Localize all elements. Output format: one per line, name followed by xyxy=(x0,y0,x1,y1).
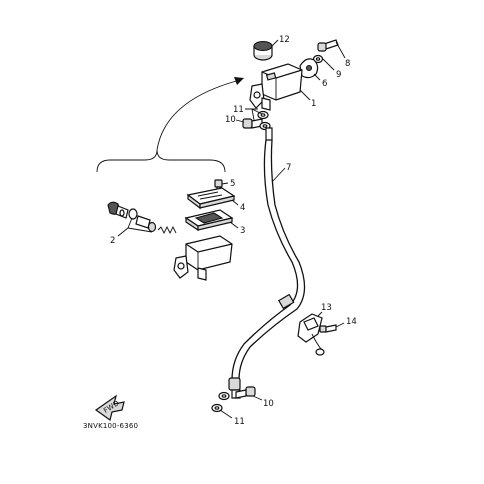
callout-11-bottom: 11 xyxy=(234,417,245,427)
callout-14: 14 xyxy=(346,317,357,327)
callout-6: 6 xyxy=(322,79,327,89)
callout-12: 12 xyxy=(279,35,290,45)
washer-9 xyxy=(312,54,324,64)
reservoir-cap xyxy=(253,40,273,61)
union-bolt-top xyxy=(242,118,263,129)
exploded-cylinder-body xyxy=(173,235,233,281)
leader-lines xyxy=(117,39,346,419)
brake-hose xyxy=(228,127,306,399)
callout-labels: 12 8 9 6 1 11 10 7 5 4 3 2 13 14 10 11 xyxy=(110,35,357,427)
reservoir-cover xyxy=(186,187,236,210)
callout-1: 1 xyxy=(311,99,316,109)
piston-kit xyxy=(107,201,177,235)
callout-4: 4 xyxy=(240,203,245,213)
reference-arrow xyxy=(156,77,244,151)
lever-bracket xyxy=(299,58,319,79)
callout-9: 9 xyxy=(336,70,341,80)
callout-8: 8 xyxy=(345,59,350,69)
callout-2: 2 xyxy=(110,236,115,246)
callout-3: 3 xyxy=(240,226,245,236)
switch-screw xyxy=(319,324,337,333)
diaphragm-plate xyxy=(184,209,234,232)
callout-10-top: 10 xyxy=(225,115,236,125)
callout-7: 7 xyxy=(286,163,291,173)
exploded-bracket xyxy=(96,149,226,173)
diagram-code: 3NVK100-6360 xyxy=(83,422,138,430)
fwd-arrow-icon: FWD xyxy=(94,394,125,422)
brake-switch xyxy=(297,313,325,356)
callout-13: 13 xyxy=(321,303,332,313)
washer-11-bottom xyxy=(211,391,230,413)
master-cylinder-upper xyxy=(249,63,303,111)
callout-5: 5 xyxy=(230,179,235,189)
callout-11-top: 11 xyxy=(233,105,244,115)
screw-8 xyxy=(317,39,339,52)
callout-10-bottom: 10 xyxy=(263,399,274,409)
union-bolt-bottom xyxy=(235,386,256,399)
